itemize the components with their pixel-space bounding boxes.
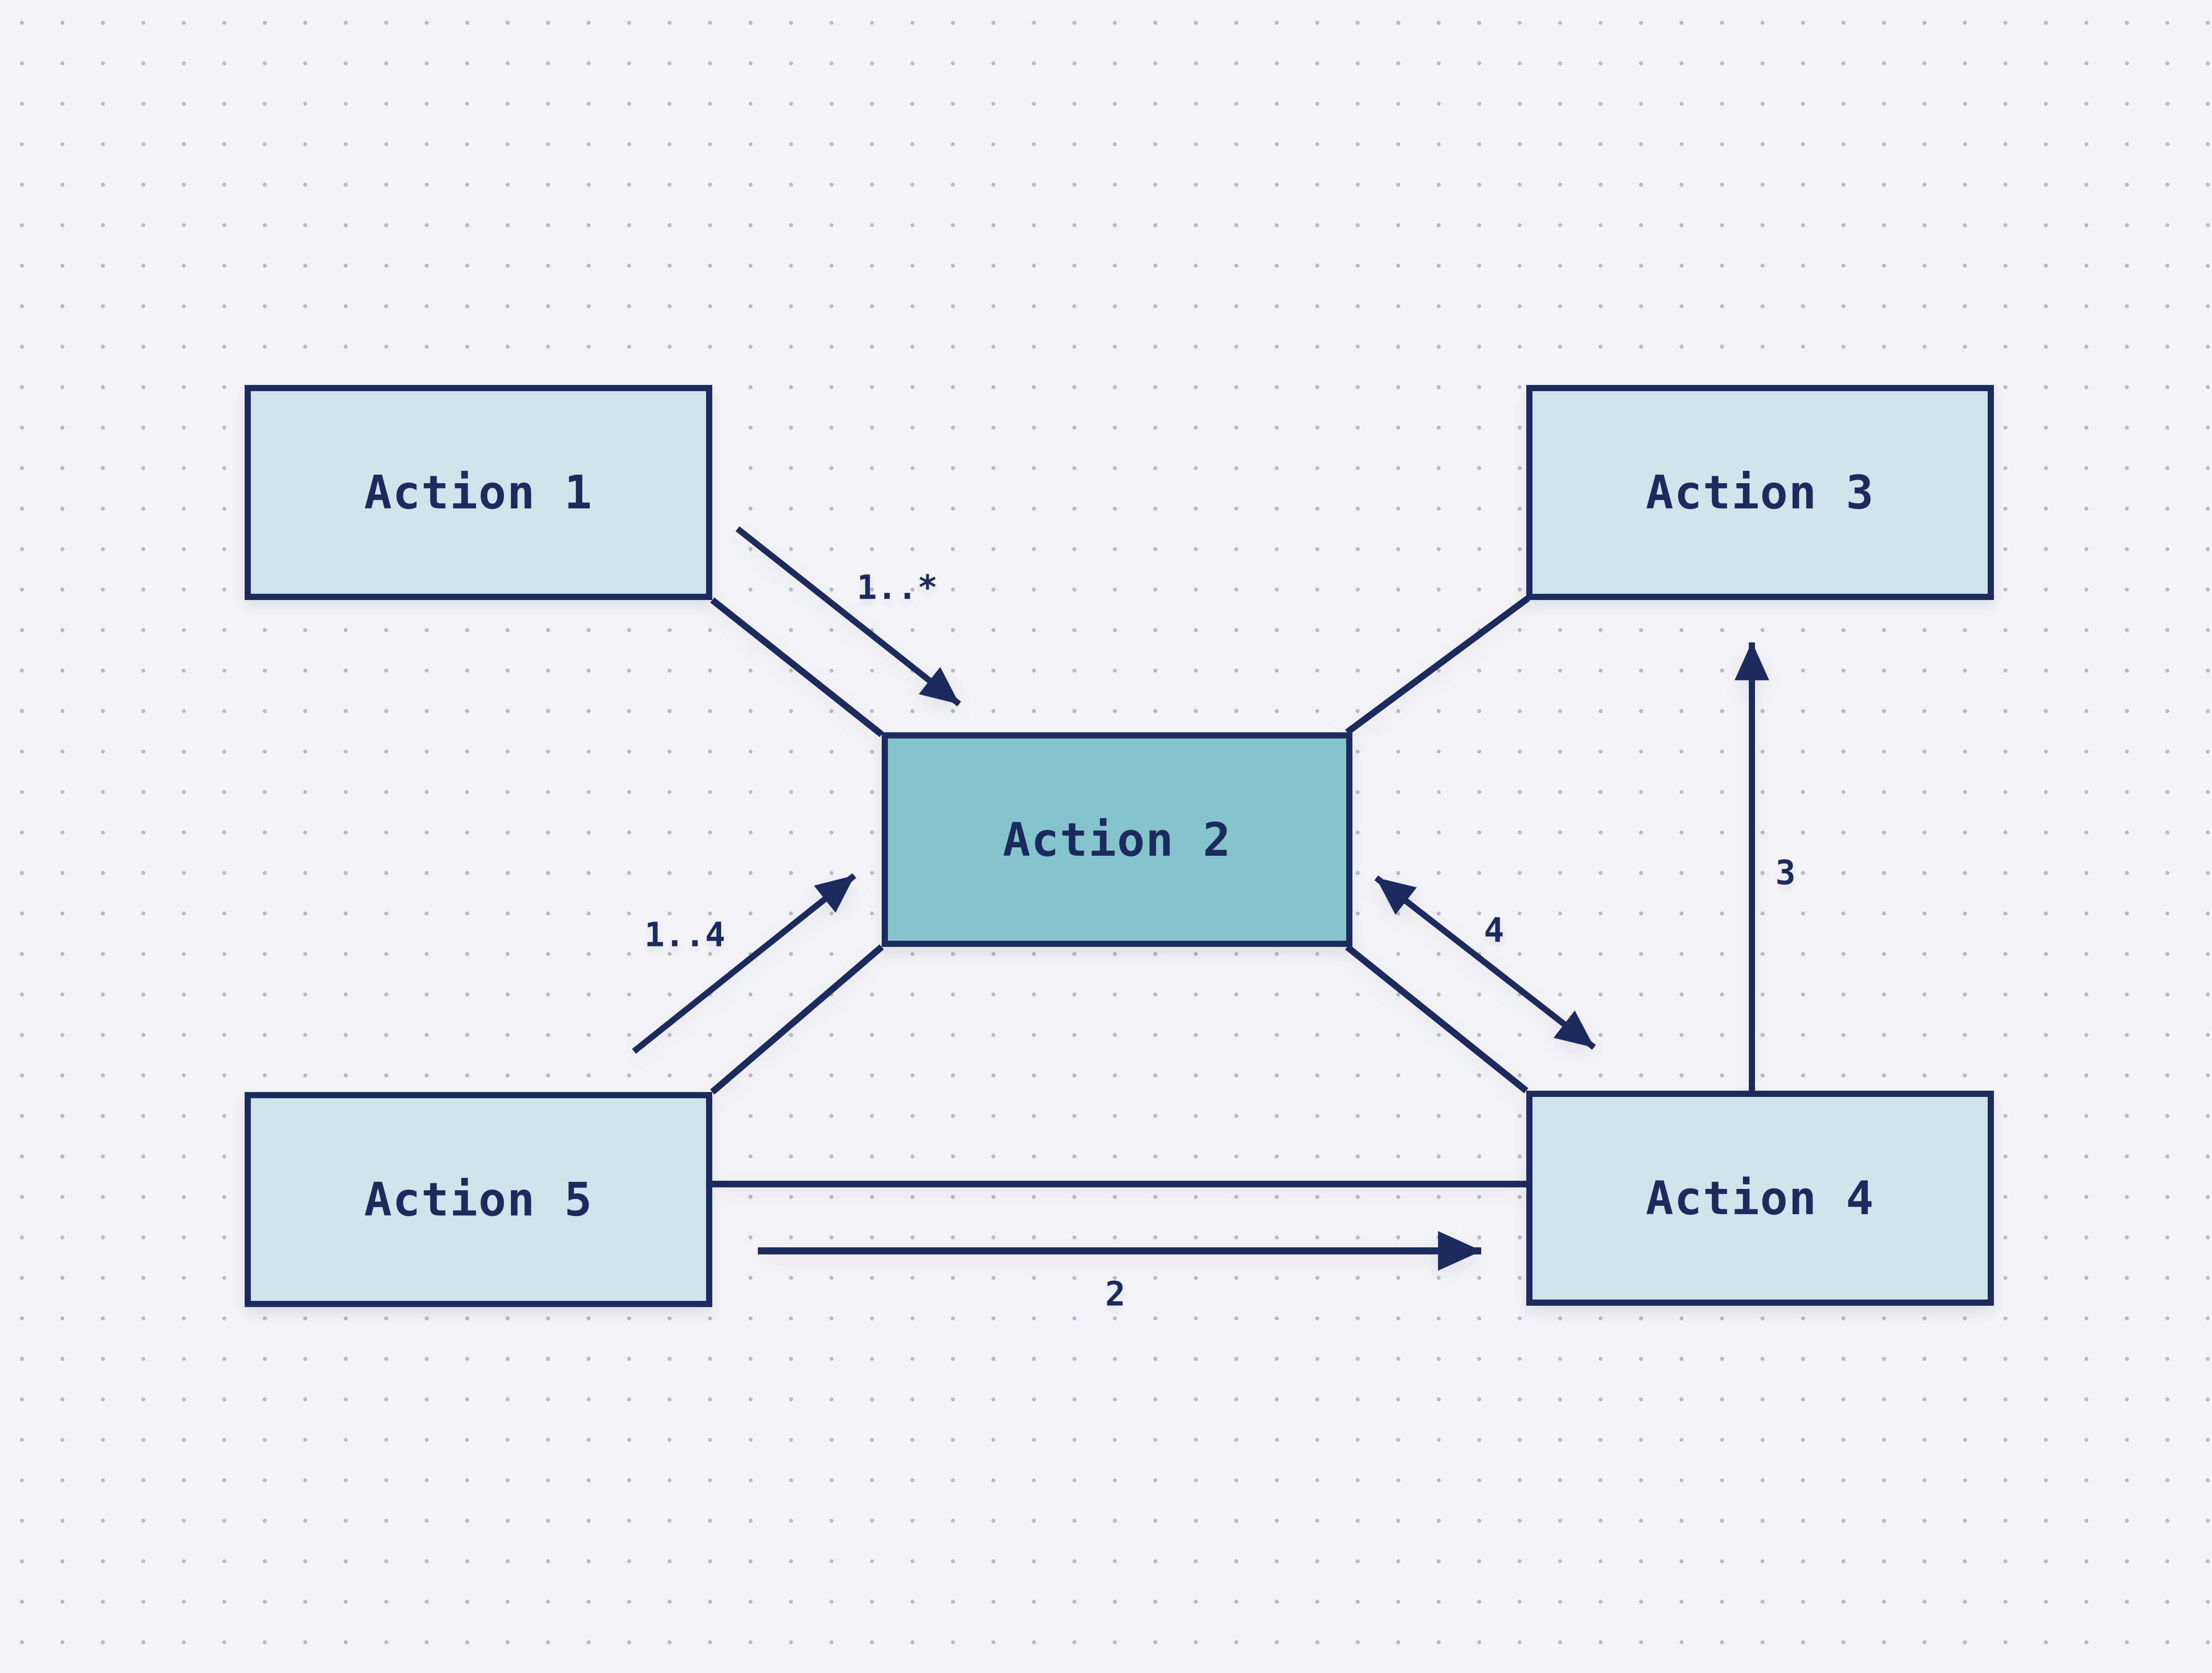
node-action-1-label: Action 1 <box>364 465 593 519</box>
edge-label-3[interactable]: 3 <box>1775 853 1796 892</box>
node-action-5-label: Action 5 <box>364 1173 593 1227</box>
edge-label-4[interactable]: 4 <box>1484 910 1504 950</box>
connector-action2-action3[interactable] <box>1345 595 1530 735</box>
arrow-action5-action2[interactable] <box>632 873 856 1054</box>
node-action-2[interactable]: Action 2 <box>882 732 1352 947</box>
arrow-action2-action4-double[interactable] <box>1374 875 1596 1050</box>
node-action-4[interactable]: Action 4 <box>1526 1091 1994 1306</box>
edge-label-1-4[interactable]: 1..4 <box>644 915 726 954</box>
node-action-4-label: Action 4 <box>1646 1171 1874 1225</box>
edge-label-1-star[interactable]: 1..* <box>856 567 938 607</box>
node-action-3[interactable]: Action 3 <box>1526 385 1994 600</box>
arrow-action1-action2[interactable] <box>735 526 961 707</box>
edge-label-2[interactable]: 2 <box>1105 1274 1125 1314</box>
connector-action1-action2[interactable] <box>710 597 884 737</box>
connector-action2-action5[interactable] <box>710 944 884 1095</box>
connector-action2-action4[interactable] <box>1345 944 1528 1093</box>
node-action-3-label: Action 3 <box>1646 465 1874 519</box>
node-action-1[interactable]: Action 1 <box>245 385 712 600</box>
node-action-5[interactable]: Action 5 <box>245 1092 712 1307</box>
node-action-2-label: Action 2 <box>1002 812 1232 867</box>
